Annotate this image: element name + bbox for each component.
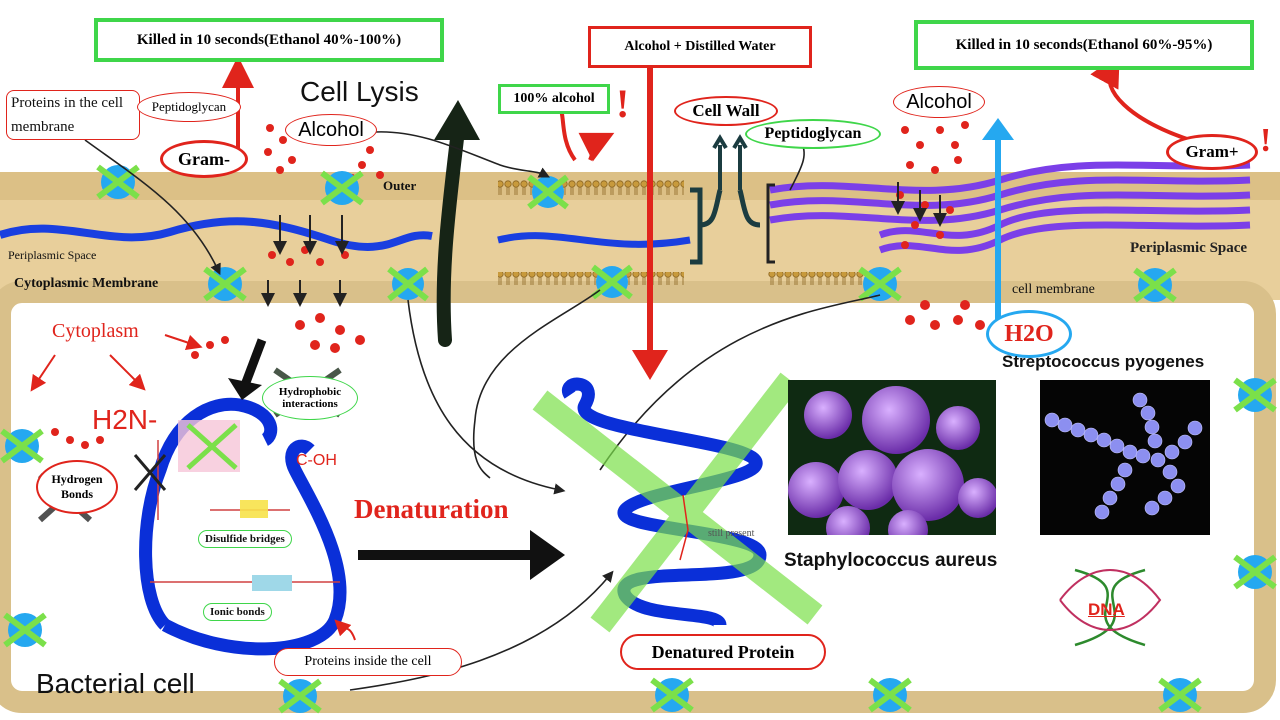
hydrophobic-label: Hydrophobic interactions bbox=[262, 376, 358, 420]
streptococcus-label: Streptococcus pyogenes bbox=[1002, 352, 1205, 371]
denatured-protein-label: Denatured Protein bbox=[620, 634, 826, 670]
proteins-membrane-label: Proteins in the cell membrane bbox=[6, 90, 140, 140]
gram-neg-strand bbox=[0, 217, 433, 251]
staphylococcus-label: Staphylococcus aureus bbox=[784, 550, 998, 571]
disulfide-label: Disulfide bridges bbox=[198, 530, 292, 548]
alcohol-pos-label: Alcohol bbox=[893, 86, 985, 118]
ionic-bonds-label: Ionic bonds bbox=[203, 603, 272, 621]
exclamation-mark: ! bbox=[616, 81, 630, 126]
dna-label: DNA bbox=[1088, 600, 1125, 619]
protein-x-marks bbox=[0, 164, 1277, 714]
exclamation-mark-2: ! bbox=[1260, 122, 1272, 159]
peptidoglycan-pos-label: Peptidoglycan bbox=[745, 119, 881, 149]
water-label: H2O bbox=[986, 310, 1072, 358]
gram-neg-kill-box: Killed in 10 seconds(Ethanol 40%-100%) bbox=[94, 18, 444, 62]
hydrogen-bonds-label: Hydrogen Bonds bbox=[36, 460, 118, 514]
outer-label: Outer bbox=[383, 178, 417, 193]
cell-membrane-label: cell membrane bbox=[1012, 282, 1095, 297]
alcohol-water-box: Alcohol + Distilled Water bbox=[588, 26, 812, 68]
staphylococcus-photo bbox=[788, 380, 996, 535]
cell-lysis-label: Cell Lysis bbox=[300, 76, 419, 107]
streptococcus-photo bbox=[1040, 380, 1210, 535]
alcohol-100-label: 100% alcohol bbox=[498, 84, 610, 114]
proteins-inside-label: Proteins inside the cell bbox=[274, 648, 462, 676]
gram-pos-kill-box: Killed in 10 seconds(Ethanol 60%-95%) bbox=[914, 20, 1254, 70]
cell-wall-label: Cell Wall bbox=[674, 96, 778, 126]
cytoplasm-label: Cytoplasm bbox=[52, 320, 139, 342]
dna-icon bbox=[1055, 552, 1165, 664]
amine-label: H2N- bbox=[92, 404, 158, 435]
carboxyl-label: C-OH bbox=[296, 452, 337, 469]
periplasmic-neg-label: Periplasmic Space bbox=[8, 248, 97, 262]
cytoplasmic-membrane-label: Cytoplasmic Membrane bbox=[14, 276, 159, 291]
gram-pos-label: Gram+ bbox=[1166, 134, 1258, 170]
peptidoglycan-neg-label: Peptidoglycan bbox=[137, 92, 241, 122]
alcohol-neg-label: Alcohol bbox=[285, 114, 377, 146]
denaturation-label: Denaturation bbox=[354, 494, 509, 524]
periplasmic-pos-label: Periplasmic Space bbox=[1130, 240, 1248, 256]
gram-neg-label: Gram- bbox=[160, 140, 248, 178]
bacterial-cell-label: Bacterial cell bbox=[36, 668, 195, 699]
still-present-label: still present bbox=[708, 528, 755, 539]
native-protein bbox=[139, 397, 278, 630]
